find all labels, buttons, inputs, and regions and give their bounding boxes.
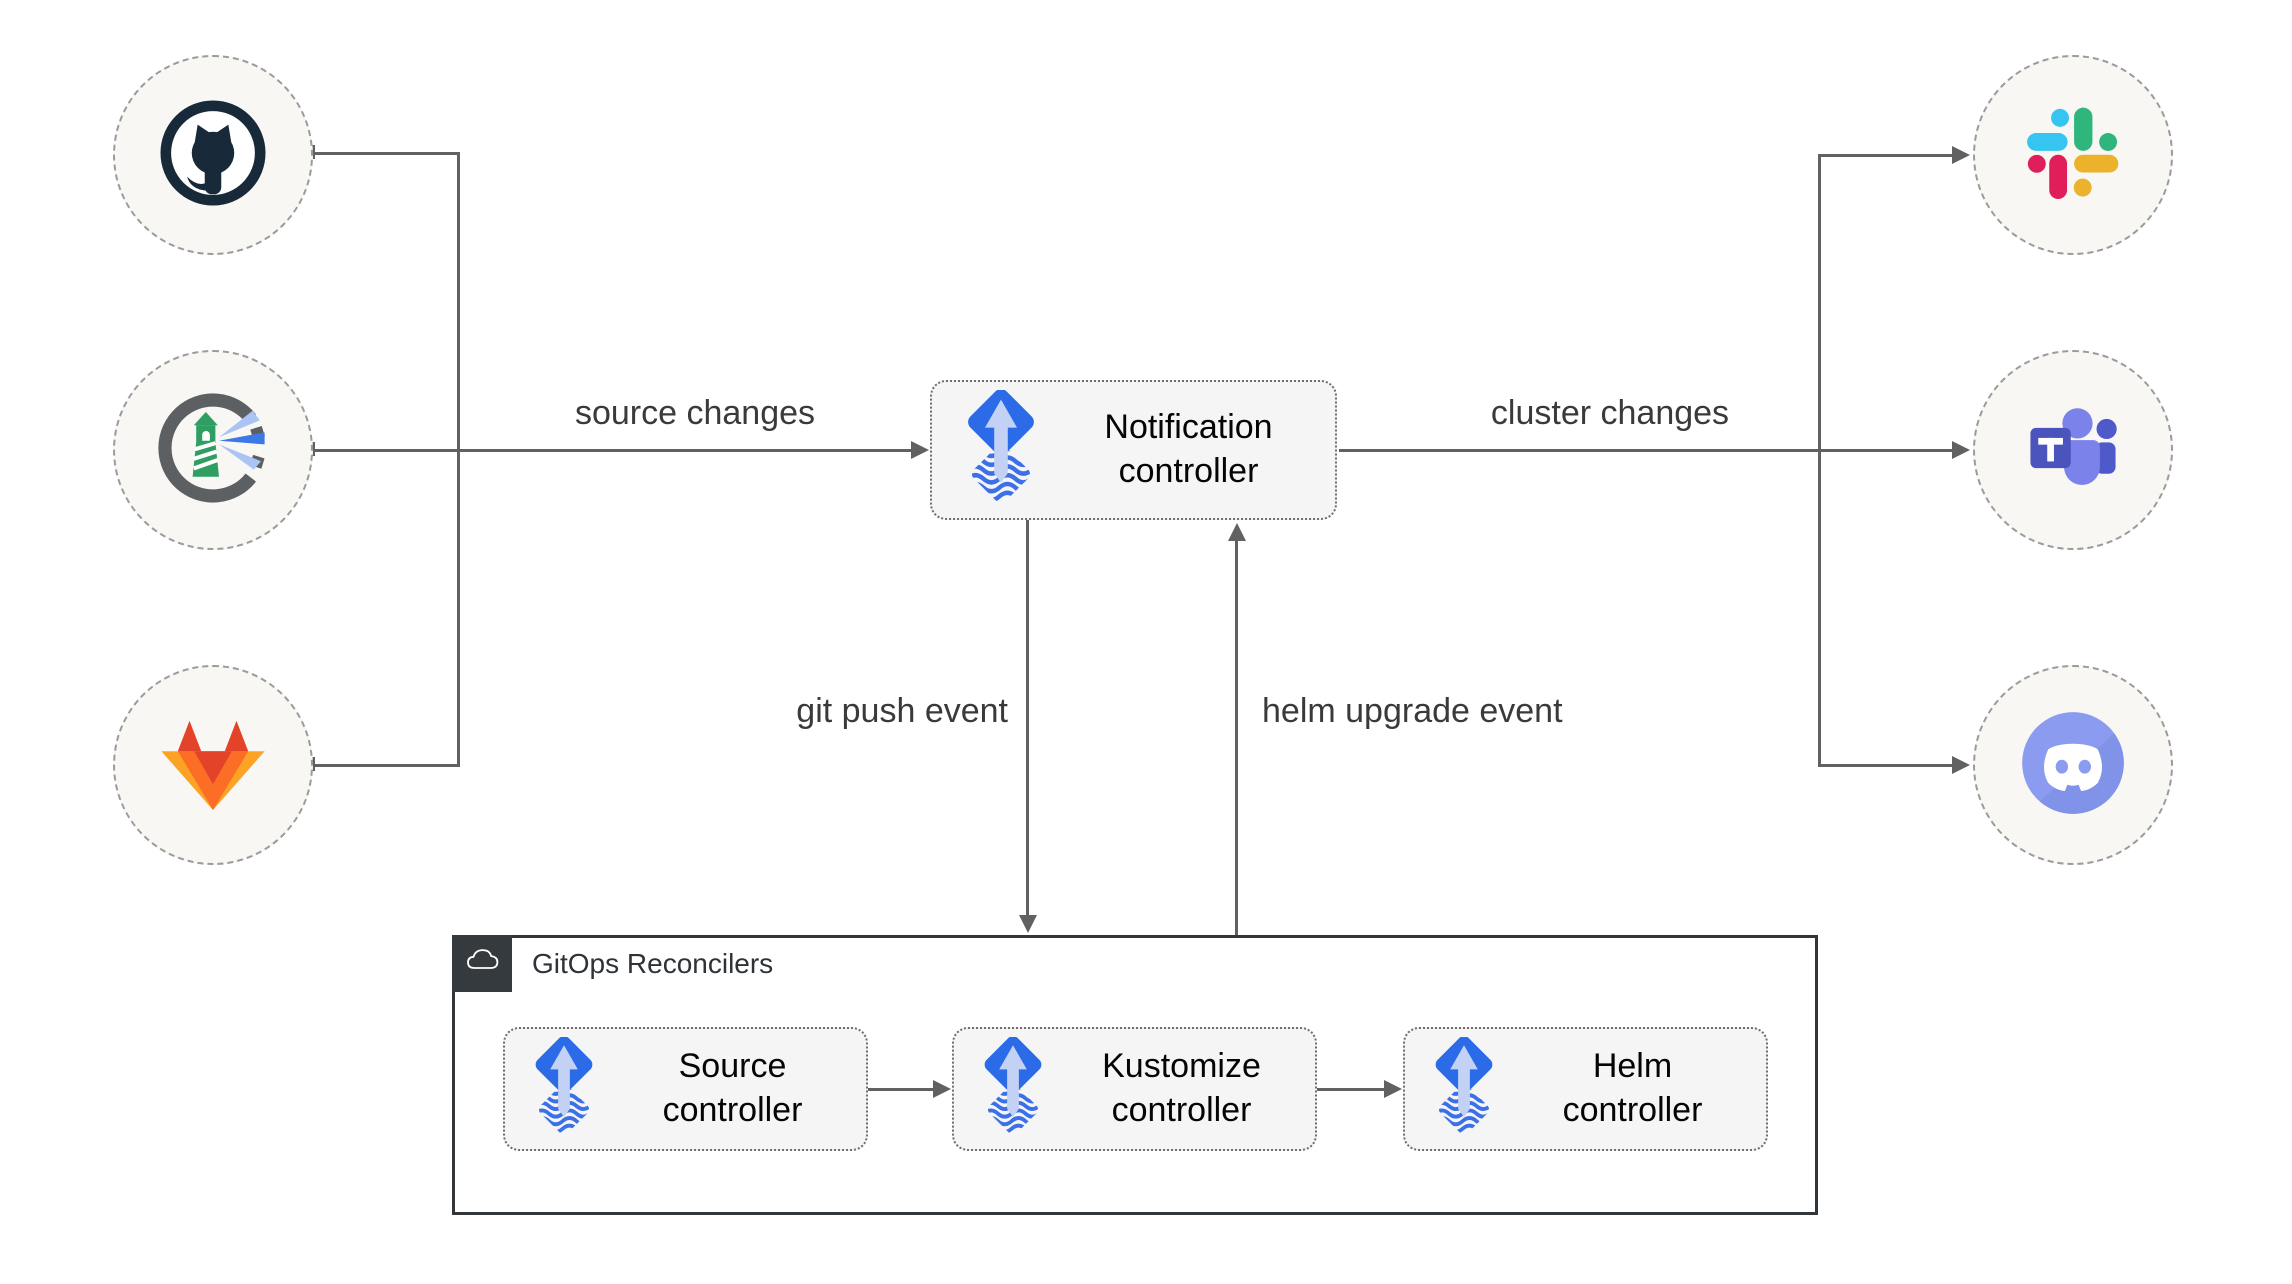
gitlab-icon [154,709,272,822]
connector-discord-branch [1819,764,1954,767]
connector-kustomize-to-helm [1317,1088,1385,1091]
edge-label-git-push-event: git push event [796,692,1008,730]
node-gitlab [113,665,313,865]
gitops-reconcilers-title: GitOps Reconcilers [532,948,774,979]
source-controller-label: Source controller [662,1047,803,1129]
arrowhead-into-reconcilers [1019,915,1037,933]
connector-github-stub [315,152,459,155]
github-icon [154,94,272,217]
edge-label-helm-upgrade-event: helm upgrade event [1262,692,1563,730]
arrowhead-into-notification-bottom [1228,523,1246,541]
arrowhead-into-kustomize [933,1080,951,1098]
connector-source-changes [315,449,913,452]
node-github [113,55,313,255]
flux-icon [960,388,1042,511]
discord-icon [2011,701,2135,830]
connector-endpoint-tick [312,757,315,771]
arrowhead-into-discord [1952,756,1970,774]
node-notification-controller: Notification controller [930,380,1337,520]
node-microsoft-teams [1973,350,2173,550]
node-harbor [113,350,313,550]
notification-controller-label: Notification controller [1104,408,1273,490]
connector-cluster-changes [1339,449,1955,452]
flux-icon [978,1035,1048,1142]
connector-left-trunk [457,152,460,767]
cloud-icon [461,940,503,987]
node-kustomize-controller: Kustomize controller [952,1027,1317,1151]
arrowhead-into-slack [1952,146,1970,164]
edge-label-cluster-changes: cluster changes [1490,394,1730,432]
connector-helm-upgrade [1235,540,1238,935]
arrowhead-into-teams [1952,441,1970,459]
flux-icon [1429,1035,1499,1142]
node-helm-controller: Helm controller [1403,1027,1768,1151]
connector-endpoint-tick [312,145,315,159]
gitops-reconcilers-container [452,935,1818,1215]
flux-icon [529,1035,599,1142]
connector-gitlab-stub [315,764,459,767]
kustomize-controller-label: Kustomize controller [1102,1047,1261,1129]
edge-label-source-changes: source changes [574,394,816,432]
connector-endpoint-tick [312,442,315,456]
node-slack [1973,55,2173,255]
connector-right-trunk [1818,154,1821,767]
microsoft-teams-icon [2017,392,2129,509]
arrowhead-into-helm [1384,1080,1402,1098]
gitops-reconcilers-badge [452,935,512,992]
helm-controller-label: Helm controller [1562,1047,1703,1129]
node-source-controller: Source controller [503,1027,868,1151]
connector-source-to-kustomize [868,1088,935,1091]
slack-icon [2019,99,2127,212]
arrowhead-into-notification [911,441,929,459]
node-discord [1973,665,2173,865]
harbor-icon [153,388,273,513]
connector-slack-branch [1819,154,1954,157]
connector-git-push [1026,520,1029,917]
